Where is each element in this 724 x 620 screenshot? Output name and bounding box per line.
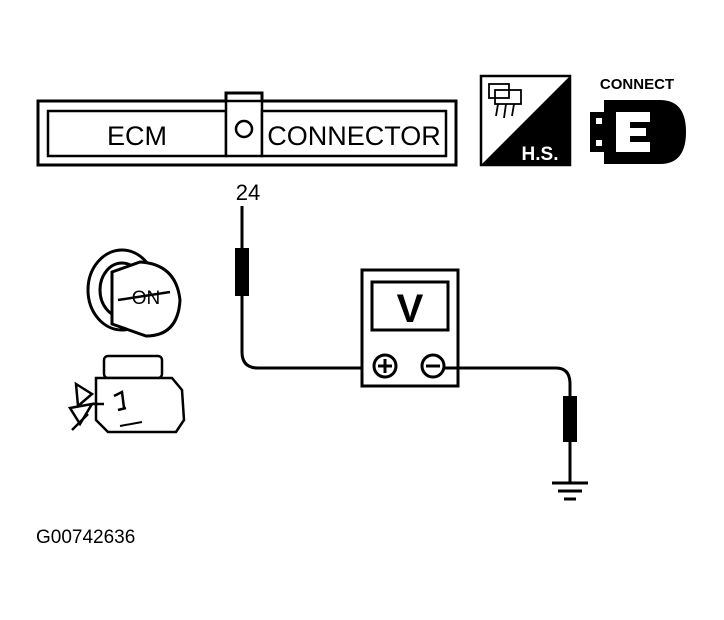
harness-connector-icon bbox=[488, 83, 522, 119]
hs-badge: H.S. bbox=[479, 74, 572, 167]
hs-label: H.S. bbox=[522, 144, 559, 165]
connect-badge: CONNECT bbox=[590, 76, 686, 164]
meter-display: V bbox=[397, 287, 424, 331]
voltmeter: V bbox=[360, 268, 460, 388]
ground-symbol-icon bbox=[552, 472, 588, 501]
ignition-key-icon: ON bbox=[86, 248, 182, 338]
ecm-label: ECM bbox=[107, 121, 167, 151]
connector-label: CONNECTOR bbox=[267, 121, 441, 151]
ignition-on-label: ON bbox=[132, 288, 161, 309]
ecm-connector: ECM CONNECTOR bbox=[36, 91, 458, 167]
pin-number: 24 bbox=[236, 180, 260, 205]
plus-terminal-icon bbox=[372, 353, 398, 379]
connect-label: CONNECT bbox=[600, 76, 674, 93]
negative-probe-wire bbox=[444, 366, 577, 472]
engine-stopped-icon bbox=[67, 354, 186, 434]
positive-probe-wire bbox=[235, 206, 371, 370]
minus-terminal-icon bbox=[420, 353, 446, 379]
figure-id: G00742636 bbox=[36, 527, 135, 548]
connector-plug-icon bbox=[590, 100, 686, 164]
connector-lock-icon bbox=[234, 119, 254, 139]
probe-tip-icon bbox=[563, 396, 577, 442]
probe-tip-icon bbox=[235, 248, 249, 296]
